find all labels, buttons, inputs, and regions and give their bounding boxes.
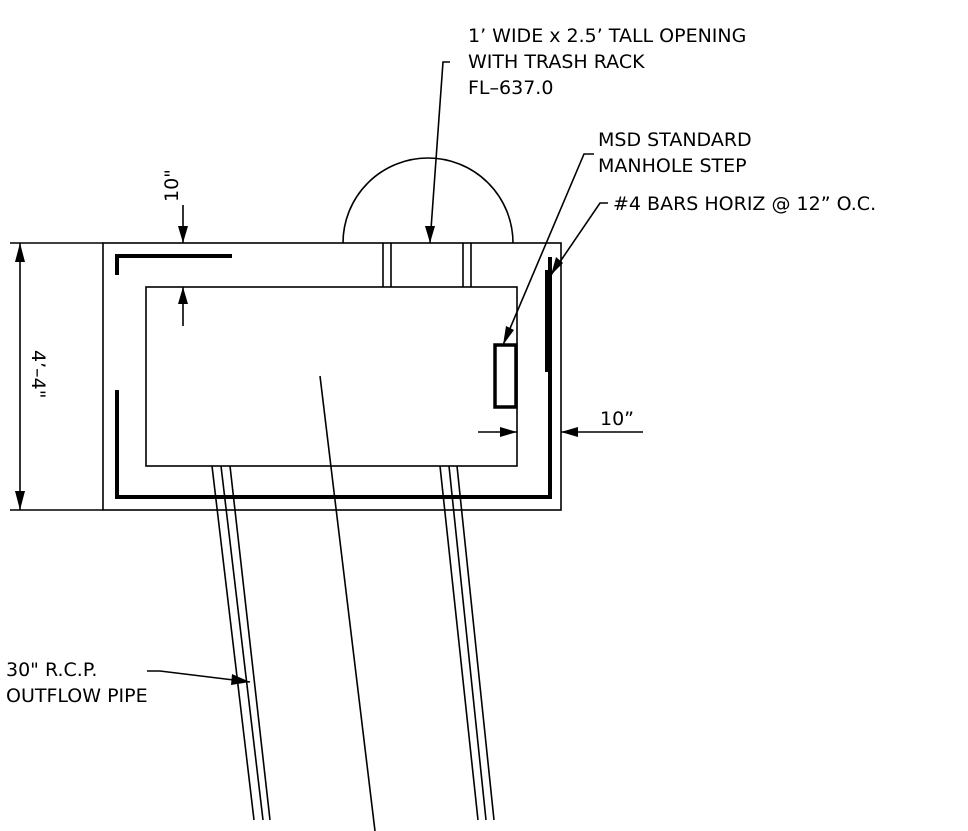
bars-leader [550,202,608,276]
step-leader [502,153,594,346]
pipe-label-line2: OUTFLOW PIPE [6,685,148,707]
height-dimension-label: 4’–4" [27,350,49,398]
pipe-label-line1: 30" R.C.P. [6,659,97,681]
top-wall-dimension-label: 10" [161,169,183,202]
right-wall-dimension-label: 10” [600,408,634,430]
step-label-line1: MSD STANDARD [598,129,752,151]
top-wall-dimension [178,205,188,326]
opening-label-line3: FL–637.0 [468,77,553,99]
outer-wall [102,242,562,511]
opening-label-line1: 1’ WIDE x 2.5’ TALL OPENING [468,25,746,47]
pipe-centerline [319,375,376,831]
height-dimension [10,242,103,511]
reinforcement-bars [115,254,552,499]
inner-chamber [145,286,518,467]
bars-label: #4 BARS HORIZ @ 12” O.C. [613,193,876,215]
pipe-leader [147,670,251,685]
step-label-line2: MANHOLE STEP [598,155,747,177]
manhole-step [493,343,518,409]
opening-leader [425,61,450,244]
opening-label-line2: WITH TRASH RACK [468,51,645,73]
outflow-pipe-walls [211,465,495,821]
trash-rack [382,243,472,287]
opening-semicircle [342,157,514,244]
right-wall-dimension [478,427,643,437]
